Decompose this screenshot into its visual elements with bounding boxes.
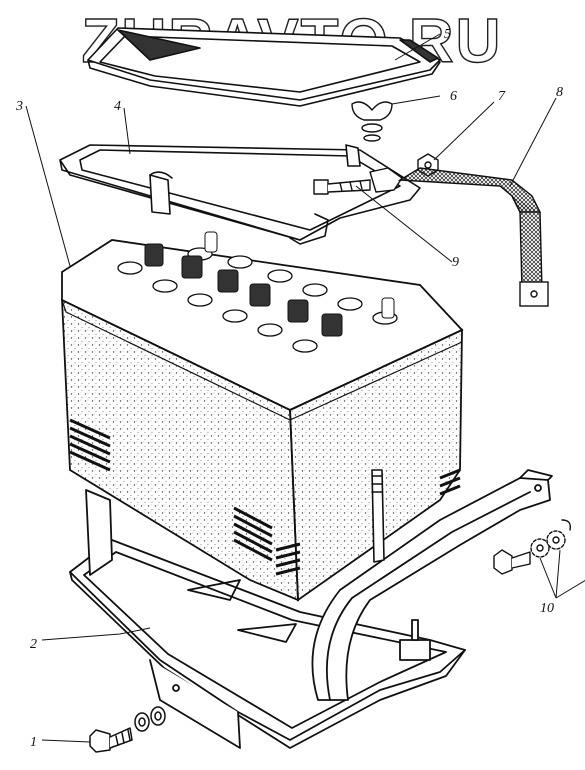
callout-3: 3	[15, 99, 23, 114]
tray-mounting-bolt	[89, 706, 166, 753]
callout-10: 10	[540, 601, 554, 616]
callout-8: 8	[556, 85, 563, 100]
leader-lines	[25, 33, 585, 743]
callout-2: 2	[30, 637, 37, 652]
battery	[61, 231, 464, 602]
hold-down-rod	[371, 469, 385, 563]
callout-labels: 1 2 3 4 5 6 7 8 9 10	[15, 27, 563, 750]
callout-6: 6	[450, 89, 457, 104]
ground-strap	[397, 167, 549, 307]
hold-down-frame	[59, 144, 421, 245]
callout-1: 1	[30, 735, 37, 750]
bracket-bolt-and-washers	[493, 519, 572, 575]
callout-4: 4	[114, 99, 121, 114]
battery-cover	[87, 27, 441, 107]
wing-nut	[351, 101, 393, 142]
callout-5: 5	[444, 27, 451, 42]
battery-tray	[69, 469, 553, 749]
callout-7: 7	[498, 89, 506, 104]
callout-9: 9	[452, 255, 459, 270]
